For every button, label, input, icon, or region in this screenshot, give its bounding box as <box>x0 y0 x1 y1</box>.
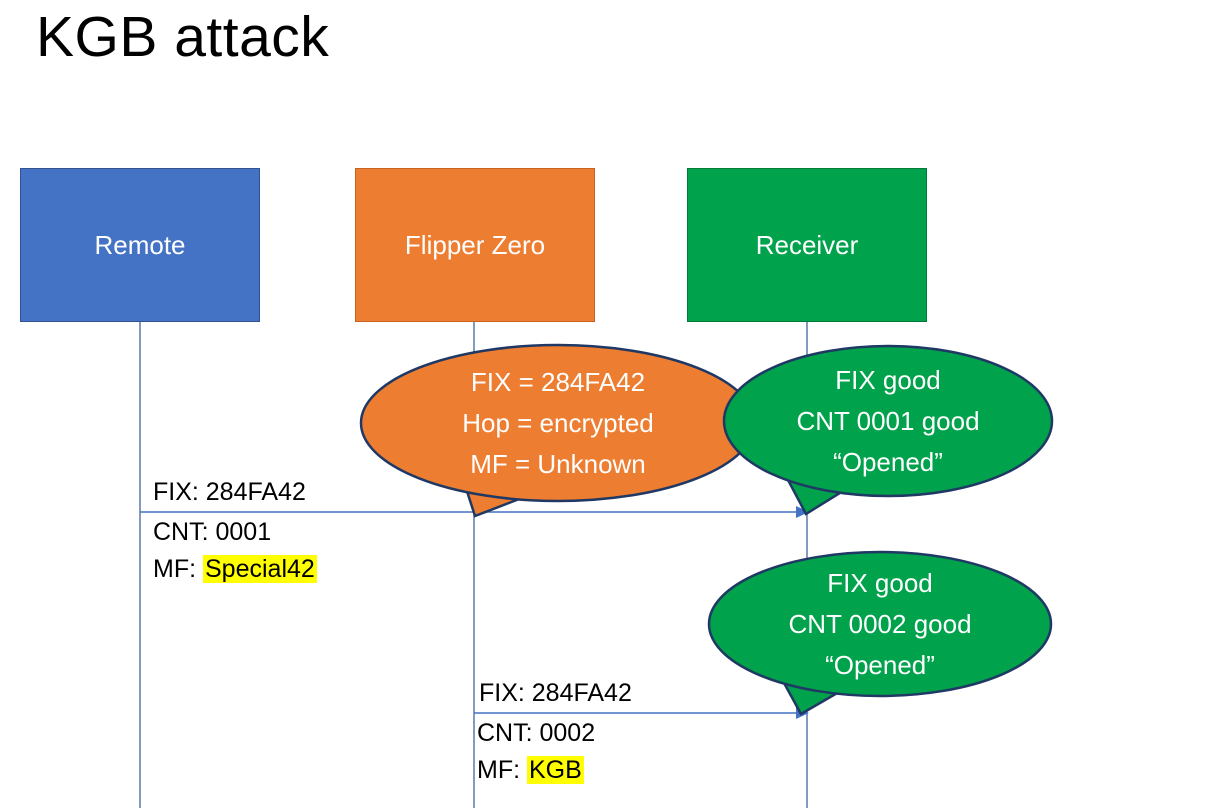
flipper-speech-bubble-shape <box>359 343 757 518</box>
actor-label-receiver: Receiver <box>755 229 859 260</box>
message-1-cnt-label: CNT: 0001 <box>153 518 272 546</box>
message-arrow-2 <box>474 707 809 719</box>
message-2-mf-highlight: KGB <box>527 756 584 784</box>
actor-box-receiver: Receiver <box>687 168 927 322</box>
message-2-cnt-label: CNT: 0002 <box>477 719 596 747</box>
actor-box-flipper-zero: Flipper Zero <box>355 168 595 322</box>
receiver-speech-bubble-2-shape <box>707 550 1053 716</box>
actor-label-remote: Remote <box>94 229 186 260</box>
message-2-fix-label: FIX: 284FA42 <box>479 679 632 707</box>
message-arrow-1 <box>140 506 809 518</box>
message-1-mf-prefix: MF: <box>153 555 203 583</box>
actor-box-remote: Remote <box>20 168 260 322</box>
message-2-mf-prefix: MF: <box>477 756 527 784</box>
receiver-speech-bubble-1-shape <box>722 344 1054 516</box>
actor-label-flipper-zero: Flipper Zero <box>404 229 546 260</box>
message-1-mf-label: MF: Special42 <box>153 555 317 584</box>
message-1-mf-highlight: Special42 <box>203 555 317 583</box>
message-2-mf-label: MF: KGB <box>477 756 584 785</box>
page-title: KGB attack <box>36 5 330 69</box>
message-1-fix-label: FIX: 284FA42 <box>153 478 306 506</box>
